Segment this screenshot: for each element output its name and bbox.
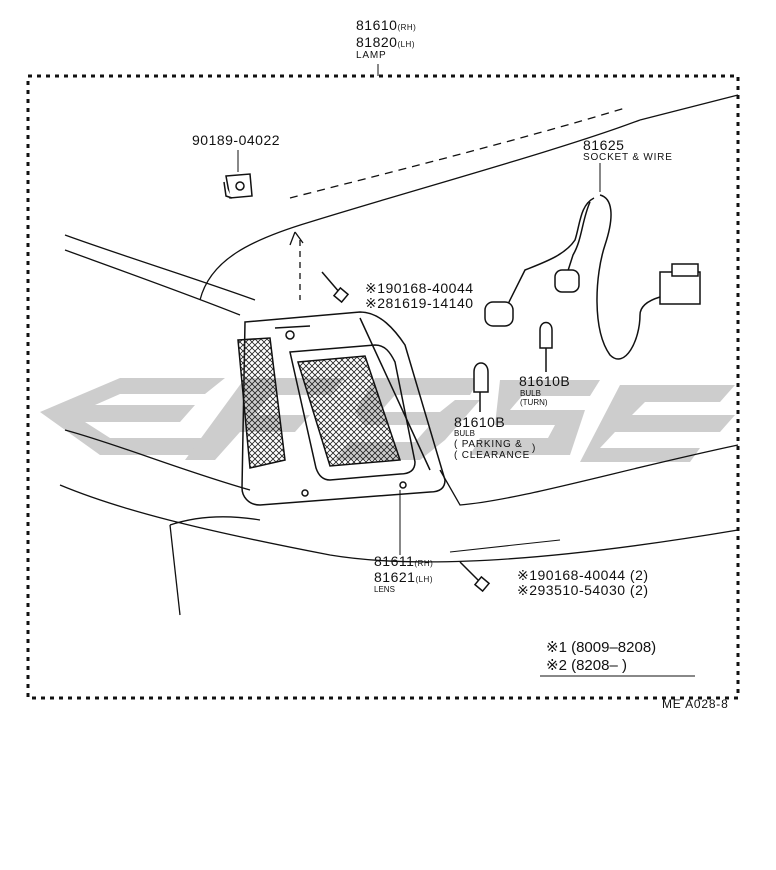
lower-screw-part-2: ※293510-54030 (2) bbox=[517, 582, 649, 598]
lamp-label: LAMP bbox=[356, 50, 387, 61]
lower-screw bbox=[459, 561, 491, 593]
bulb-parking-part-number: 81610B bbox=[454, 414, 506, 430]
upper-screw-part-1: ※190168-40044 bbox=[365, 280, 474, 296]
upper-screw bbox=[321, 271, 350, 304]
bulb-turn-part bbox=[539, 321, 553, 372]
lens-part-rh: 81611(RH) bbox=[374, 554, 433, 568]
legend-line-1: ※1 (8009–8208) bbox=[546, 640, 656, 655]
lens-label: LENS bbox=[374, 585, 395, 594]
bulb-turn-label: BULB bbox=[520, 389, 541, 398]
leader-lines bbox=[237, 64, 695, 677]
lamp-part-rh: 81610(RH) bbox=[356, 18, 416, 32]
clip-part-number: 90189-04022 bbox=[192, 132, 281, 148]
lamp-lh-suffix: (LH) bbox=[397, 40, 415, 49]
bulb-parking-part bbox=[473, 362, 489, 412]
legend-line-2: ※2 (8208– ) bbox=[546, 658, 627, 673]
lamp-part-rh-number: 81610 bbox=[356, 17, 398, 33]
vehicle-body bbox=[59, 94, 739, 616]
socket-part-number: 81625 bbox=[583, 137, 625, 153]
lamp-part-lh: 81820(LH) bbox=[356, 35, 415, 49]
bulb-parking-desc-2: ( CLEARANCE bbox=[454, 450, 531, 461]
lens-lh-suffix: (LH) bbox=[415, 575, 433, 584]
socket-label: SOCKET & WIRE bbox=[583, 152, 673, 163]
bulb-parking-bracket: ) bbox=[532, 443, 537, 454]
clip-part bbox=[223, 173, 253, 199]
lens-part-lh-number: 81621 bbox=[374, 569, 416, 585]
reference-code: ME A028-8 bbox=[662, 697, 729, 711]
lens-part-rh-number: 81611 bbox=[374, 553, 415, 569]
legend-1-mark: ※1 bbox=[546, 639, 567, 656]
bulb-turn-desc: (TURN) bbox=[520, 398, 548, 407]
socket-wire-part bbox=[484, 194, 701, 360]
bulb-turn-part-number: 81610B bbox=[519, 373, 571, 389]
lamp-lens bbox=[237, 311, 446, 506]
legend-1-range: (8009–8208) bbox=[571, 639, 657, 656]
lamp-rh-suffix: (RH) bbox=[397, 23, 417, 32]
bulb-parking-desc-1: ( PARKING & bbox=[454, 439, 523, 450]
frame bbox=[26, 74, 740, 700]
lens-rh-suffix: (RH) bbox=[414, 559, 434, 568]
lower-screw-part-1: ※190168-40044 (2) bbox=[517, 567, 649, 583]
legend-2-mark: ※2 bbox=[546, 657, 567, 674]
upper-screw-part-2: ※281619-14140 bbox=[365, 295, 474, 311]
lamp-part-lh-number: 81820 bbox=[356, 34, 398, 50]
bulb-parking-label: BULB bbox=[454, 429, 475, 438]
legend-2-range: (8208– ) bbox=[571, 657, 627, 674]
lens-part-lh: 81621(LH) bbox=[374, 570, 433, 584]
